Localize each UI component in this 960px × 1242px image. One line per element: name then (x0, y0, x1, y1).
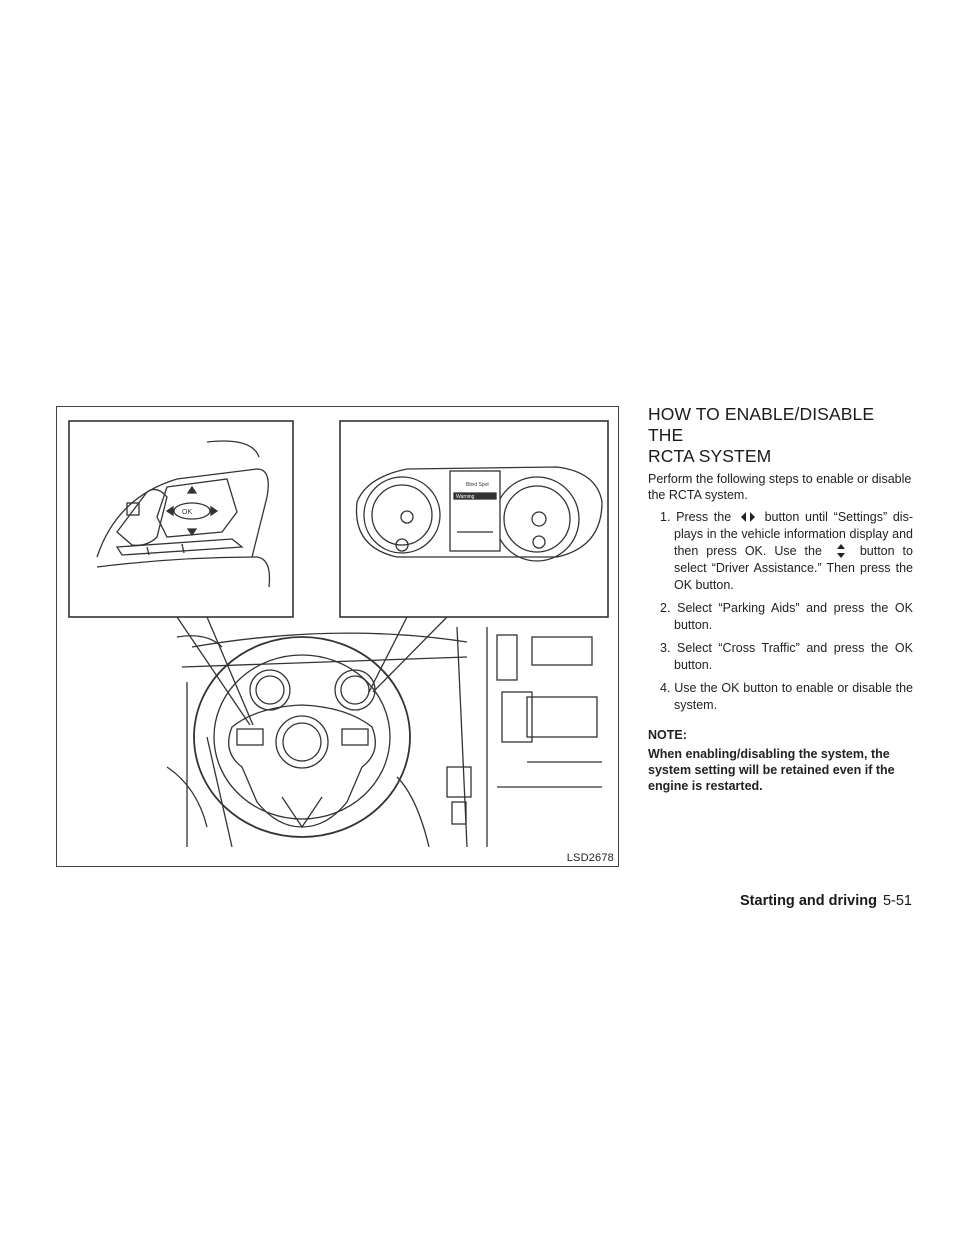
step-text-pre: Press the (676, 510, 732, 524)
display-line2: Warning (456, 494, 475, 500)
step-number: 4. (660, 681, 671, 695)
step-item: 3. Select “Cross Traffic” and press the … (656, 640, 913, 674)
intro-paragraph: Perform the following steps to enable or… (648, 472, 912, 502)
note-text: When enabling/disabling the system, the … (648, 747, 895, 793)
step-text-post2: button to select “Driver Assistance.” Th… (674, 544, 913, 592)
page-number: 5-51 (882, 893, 912, 909)
section-title-line1: HOW TO ENABLE/DISABLE THE (648, 404, 875, 445)
note-label: NOTE: (648, 728, 687, 742)
section-content: HOW TO ENABLE/DISABLE THE RCTA SYSTEM Pe… (648, 404, 913, 794)
figure-code: LSD2678 (566, 852, 614, 864)
section-title-line2: RCTA SYSTEM (648, 446, 772, 466)
step-text: Select “Parking Aids” and press the OK b… (674, 601, 913, 632)
steering-wheel-figure: Blind Spot Warning OK LSD2678 (56, 406, 619, 867)
svg-text:OK: OK (182, 509, 192, 516)
step-item: 1. Press the button until “Settings” dis… (656, 509, 913, 594)
display-line1: Blind Spot (466, 482, 489, 488)
step-text-post: button until “Settings” dis-plays in the… (674, 510, 913, 558)
step-item: 4. Use the OK button to enable or disabl… (656, 680, 913, 714)
footer-section-name: Starting and driving (740, 893, 877, 909)
steering-wheel-illustration: Blind Spot Warning OK (68, 420, 609, 848)
up-down-arrow-icon (830, 544, 852, 558)
step-number: 3. (660, 641, 671, 655)
page-footer: Starting and driving 5-51 (740, 893, 912, 909)
left-right-arrow-icon (737, 510, 759, 524)
step-text: Select “Cross Traffic” and press the OK … (674, 641, 913, 672)
step-item: 2. Select “Parking Aids” and press the O… (656, 600, 913, 634)
section-title: HOW TO ENABLE/DISABLE THE RCTA SYSTEM (648, 404, 913, 467)
step-number: 1. (660, 510, 671, 524)
step-text: Use the OK button to enable or disable t… (674, 681, 913, 712)
steps-list: 1. Press the button until “Settings” dis… (648, 509, 913, 714)
step-number: 2. (660, 601, 671, 615)
